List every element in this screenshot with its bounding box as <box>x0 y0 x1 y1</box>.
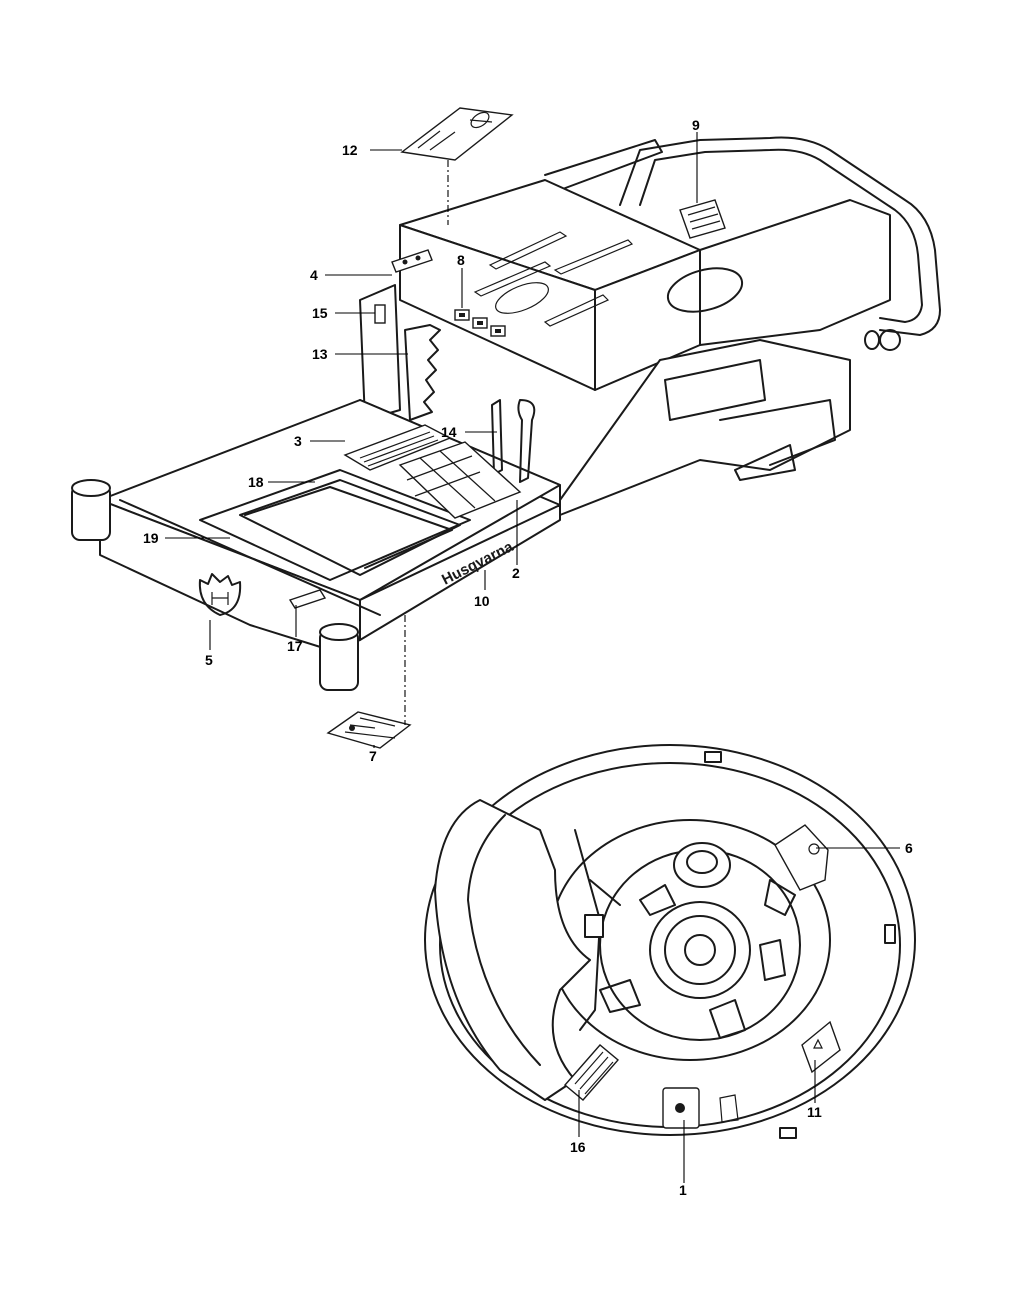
callout-9: 9 <box>692 117 700 133</box>
callout-11: 11 <box>807 1104 822 1120</box>
callout-15: 15 <box>312 305 328 321</box>
callout-7: 7 <box>369 748 377 764</box>
callout-8: 8 <box>457 252 465 268</box>
callout-17: 17 <box>287 638 303 654</box>
callout-1: 1 <box>679 1182 687 1198</box>
callout-6: 6 <box>905 840 913 856</box>
callout-10: 10 <box>474 593 490 609</box>
loose-decal-7 <box>326 711 412 749</box>
callout-19: 19 <box>143 530 159 546</box>
callout-3: 3 <box>294 433 302 449</box>
loose-decal-12 <box>400 107 514 161</box>
callout-5: 5 <box>205 652 213 668</box>
callout-13: 13 <box>312 346 328 362</box>
callout-numbers: 1 2 3 4 5 6 7 8 9 10 11 12 13 14 15 16 1… <box>143 117 913 1198</box>
callout-2: 2 <box>512 565 520 581</box>
callout-4: 4 <box>310 267 318 283</box>
callout-12: 12 <box>342 142 358 158</box>
mower-deck-drawing <box>424 744 916 1139</box>
chassis-drawing: Husqvarna <box>71 136 941 691</box>
callout-leaders <box>165 132 900 1183</box>
callout-14: 14 <box>441 424 457 440</box>
callout-18: 18 <box>248 474 264 490</box>
callout-16: 16 <box>570 1139 586 1155</box>
